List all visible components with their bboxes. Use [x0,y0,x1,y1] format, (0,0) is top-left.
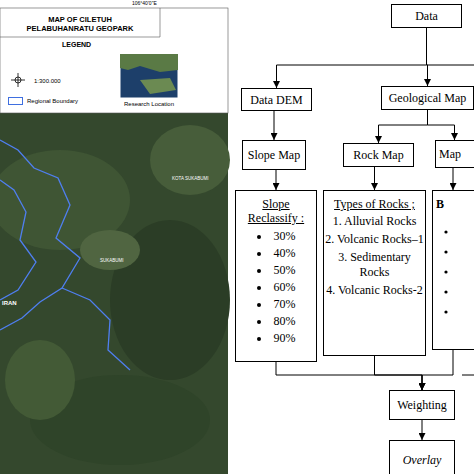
panel-divider [160,8,161,37]
node-text: B [436,197,444,211]
process-box: Overlay [389,440,455,474]
process-box: Slope Map [242,140,306,170]
map-label: 1:300.000 [34,78,61,84]
bullet [444,290,447,293]
flow-arrow [427,28,428,86]
map-title: MAP OF CILETUH PELABUHANRATU GEOPARK [20,15,140,33]
inset-land [140,78,176,94]
branch-line [462,375,474,376]
flow-arrow [274,111,275,140]
coordinate-strip [0,0,228,8]
bullet [444,270,447,273]
list-box: Types of Rocks ; 1. Alluvial Rocks 2. Volc… [323,190,426,356]
place-name: IRAN [2,300,17,306]
list-item: 90% [257,330,296,347]
map-label: Research Location [124,101,174,107]
node-text: Geological Map [389,91,467,105]
node-text: Slope Reclassify : [236,197,316,225]
node-text: Rock Map [353,148,403,162]
process-box: Map [435,140,474,168]
list-item: 30% [257,228,296,245]
branch-line [427,65,474,66]
legend-swatch [8,97,23,105]
inset-map [120,54,178,98]
process-box: Weighting [389,390,455,420]
list-item: 3. Sedimentary Rocks [324,250,425,280]
boundary-line [0,180,36,300]
list-item: 1. Alluvial Rocks [333,214,417,229]
flow-arrow [379,110,428,143]
node-text: Overlay [403,453,442,467]
flow-arrow [453,168,454,190]
flow-arrow [276,362,422,390]
node-text: Data [415,9,438,23]
list-item: 4. Volcanic Rocks-2 [326,283,423,298]
node-text: Types of Rocks ; [334,197,415,211]
flow-arrow [276,170,277,190]
list-item: 60% [257,279,296,296]
terrain [150,125,230,195]
place-name: SUKABUMI [100,258,124,263]
list-item: 70% [257,296,296,313]
flow-arrow [277,28,427,88]
panel-divider [0,37,160,38]
place-name: KOTA SUKABUMI [172,176,208,181]
bullet [444,250,447,253]
list-item: 2. Volcanic Rocks–1 [325,232,424,247]
list-item: 80% [257,313,296,330]
node-text: Map [439,147,461,161]
bullet [444,230,447,233]
boundary-line [62,288,130,370]
process-box: Rock Map [343,143,414,167]
terrain [5,340,75,420]
data-box: Data [391,4,462,28]
legend-panel [0,8,228,113]
list-box: B [432,190,474,350]
terrain [80,230,140,270]
flow-arrow [422,350,453,390]
node-text: Data DEM [250,93,302,107]
legend-entry: Regional Boundary [8,97,78,105]
map-label: 106°40'0"E [132,0,157,6]
list-item: 50% [257,262,296,279]
process-box: Geological Map [381,86,474,110]
flow-arrow [375,356,423,390]
list-box: Slope Reclassify : 30%40%50%60%70%80%90% [235,190,317,362]
map-label: LEGEND [62,41,91,48]
inset-land [120,54,178,72]
flow-arrow [428,110,455,140]
process-box: Data DEM [241,88,312,111]
compass-rose [11,73,25,87]
node-text: Weighting [397,398,447,412]
list-item: 40% [257,245,296,262]
legend-text: Regional Boundary [27,98,78,104]
flow-arrow [422,420,423,440]
flow-arrow [374,167,375,190]
node-text: Slope Map [248,148,300,162]
bullet [444,310,447,313]
boundary-line [0,140,80,330]
